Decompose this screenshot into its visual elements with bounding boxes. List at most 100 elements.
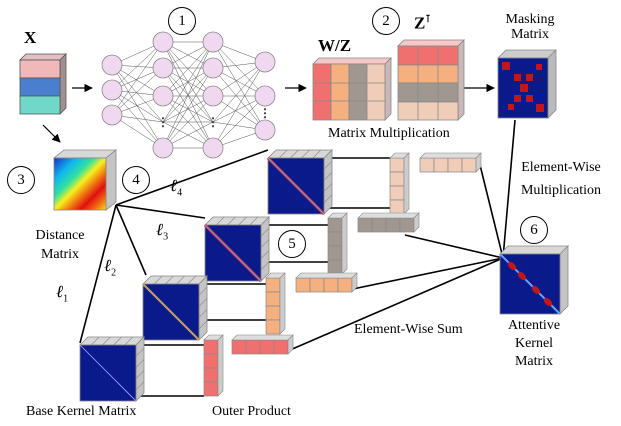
nn-neuron — [152, 57, 174, 79]
vector-cell — [265, 277, 281, 293]
kernel-grid-line — [260, 239, 270, 248]
nn-neuron — [202, 85, 224, 107]
nn-edge — [212, 67, 266, 131]
vector-cell — [327, 259, 343, 275]
step-5-marker: 5 — [278, 230, 306, 258]
vector-cell — [433, 157, 449, 173]
kernel-grid-line — [198, 286, 208, 296]
kernel-grid-line — [176, 275, 185, 285]
vector-cell — [385, 217, 401, 233]
nn-neuron — [254, 51, 276, 73]
arrows — [42, 83, 495, 143]
vector-cell — [309, 277, 325, 293]
kernel-grid-line — [135, 347, 145, 357]
nn-edge — [111, 67, 164, 116]
nn-edge — [111, 41, 164, 116]
nn-neuron — [101, 104, 123, 126]
input-x-stack — [19, 53, 67, 115]
kernel-diagonal — [142, 283, 200, 341]
vector-side-face — [341, 212, 348, 275]
nn-edge — [212, 61, 266, 123]
neural-network: ⋮⋮⋮ — [101, 31, 276, 159]
kernel-diagonal — [79, 344, 137, 402]
kernel-grid-line — [187, 275, 197, 285]
step-2-marker: 2 — [372, 7, 400, 35]
kernel-grid-line — [102, 336, 111, 346]
vector-top-face — [357, 212, 420, 219]
vector-cell — [419, 157, 435, 173]
vector-side-face — [413, 212, 420, 233]
step-6-marker: 6 — [520, 216, 548, 244]
kernel-grid-line — [323, 183, 333, 192]
vector-cell — [203, 353, 219, 369]
kernel-grid-line — [165, 275, 174, 285]
label-base-kernel-matrix: Base Kernel Matrix — [26, 404, 137, 419]
kernel-top-face — [79, 336, 145, 346]
vector-cell — [461, 157, 477, 173]
label-l4: ℓ4 — [170, 176, 183, 199]
nn-ellipsis: ⋮ — [259, 106, 271, 120]
nn-edge — [162, 41, 214, 123]
vector-cell — [389, 171, 405, 187]
nn-neuron — [101, 79, 123, 101]
vector-cell — [273, 339, 289, 355]
kernel-top-face — [267, 149, 333, 159]
label-l2: ℓ2 — [104, 256, 117, 279]
vector-side-face — [287, 334, 294, 355]
vector-cell — [389, 185, 405, 201]
vector-cell — [203, 381, 219, 397]
nn-edge — [162, 95, 214, 149]
vector-cell — [371, 217, 387, 233]
kernel-grid-line — [135, 381, 145, 391]
vector-cell — [323, 277, 339, 293]
kernel-grid-line — [198, 298, 208, 307]
label-wz: W/Z — [318, 36, 352, 55]
vector-cell — [265, 319, 281, 335]
wz-matrix — [312, 57, 392, 121]
nn-neuron — [202, 57, 224, 79]
kernel-grid-line — [312, 149, 322, 159]
kernel-grid-line — [260, 227, 270, 237]
label-l1: ℓ1 — [56, 282, 69, 305]
nn-edge — [111, 41, 164, 91]
kernel-side-face — [135, 336, 145, 402]
nn-edge — [212, 41, 266, 97]
kernel-grid-line — [301, 149, 310, 159]
vector-side-face — [351, 272, 358, 293]
vector-cell — [231, 339, 247, 355]
kernel-side-face — [323, 149, 333, 215]
nn-edge — [212, 95, 266, 149]
kernel-matrices — [79, 149, 333, 402]
outer-product-vectors — [203, 152, 482, 397]
vector-top-face — [231, 334, 294, 341]
vector-side-face — [217, 334, 224, 397]
vector-cell — [327, 217, 343, 233]
vector-cell — [327, 245, 343, 261]
nn-ellipsis: ⋮ — [207, 115, 219, 129]
vector-cell — [265, 291, 281, 307]
kernel-grid-line — [260, 250, 270, 259]
nn-edge — [111, 64, 164, 149]
kernel-grid-line — [153, 275, 163, 285]
kernel-grid-line — [90, 336, 100, 346]
attentive-kernel-matrix — [499, 245, 569, 315]
kernel-grid-line — [227, 216, 236, 226]
kernel-grid-line — [124, 336, 134, 346]
step-4-marker: 4 — [122, 166, 150, 194]
vector-cell — [259, 339, 275, 355]
label-l3: ℓ3 — [156, 220, 169, 243]
nn-edge — [162, 41, 214, 97]
nn-neuron — [254, 85, 276, 107]
vector-cell — [337, 277, 353, 293]
label-x: X — [24, 28, 37, 47]
vector-cell — [389, 157, 405, 173]
kernel-grid-line — [249, 216, 259, 226]
vector-cell — [389, 199, 405, 215]
nn-neuron — [101, 54, 123, 76]
kernel-top-face — [204, 216, 270, 226]
label-zt: Z⊺ — [414, 13, 431, 33]
